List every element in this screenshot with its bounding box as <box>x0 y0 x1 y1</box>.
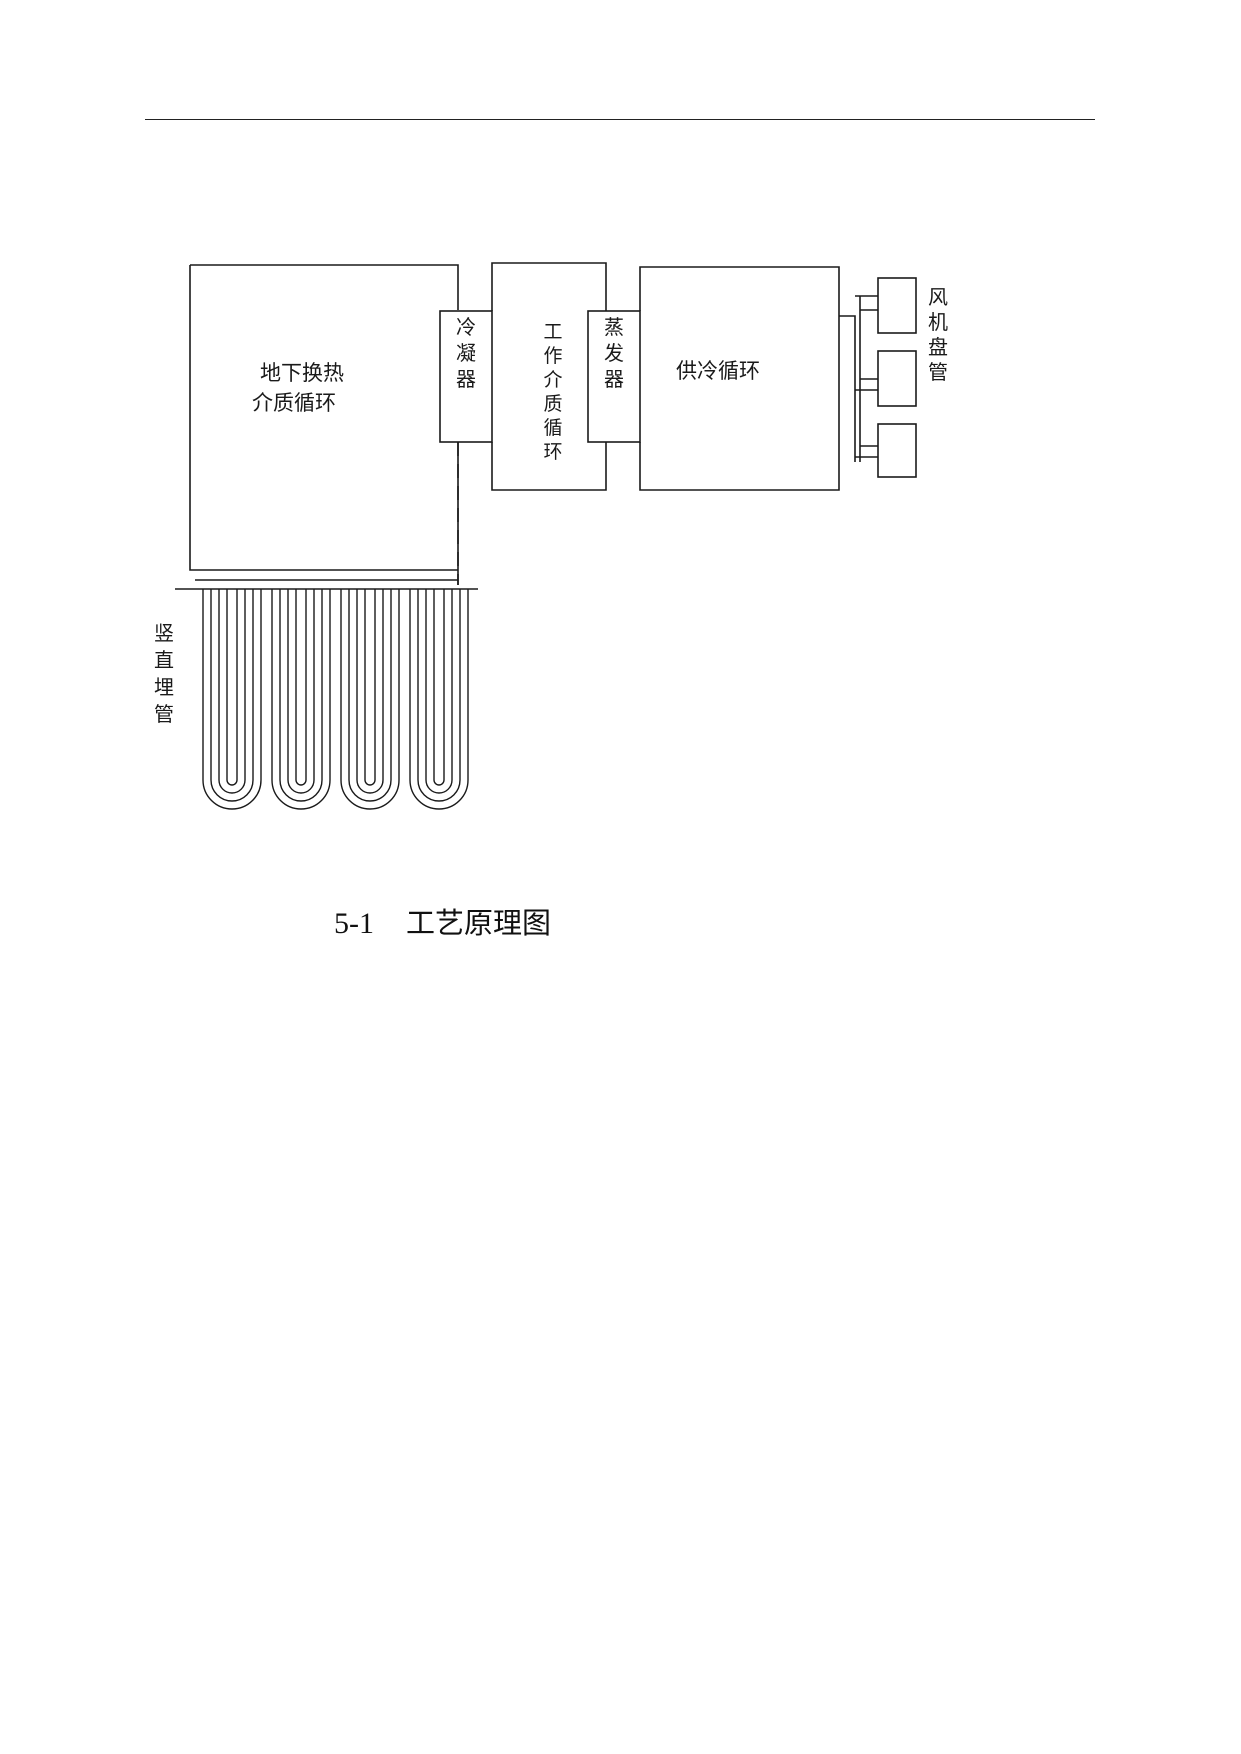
u-pipe-3-core <box>356 589 384 794</box>
u-pipe-2-core <box>287 589 315 794</box>
vertical-pipe-label: 竖直埋管 <box>154 621 174 726</box>
u-pipe-2-center <box>295 589 307 786</box>
u-pipe-3-inner <box>348 589 392 802</box>
u-pipe-3-center <box>364 589 376 786</box>
condenser-label: 冷凝器 <box>456 315 476 391</box>
u-pipe-1-core <box>218 589 246 794</box>
working-medium-loop <box>491 262 607 491</box>
evaporator-box <box>587 310 641 443</box>
fan-coil-label: 风机盘管 <box>928 285 948 384</box>
u-pipe-4-inner <box>417 589 461 802</box>
evaporator-label-text: 蒸发器 <box>604 315 624 391</box>
ground-surface-line <box>175 579 478 590</box>
figure-number: 5-1 <box>334 907 374 940</box>
supply-loop-outline <box>639 266 840 491</box>
ground-loop-label-line2: 介质循环 <box>252 391 336 415</box>
ground-loop-outline <box>189 264 459 585</box>
fan-coil-unit-3 <box>877 423 917 478</box>
u-pipe-2-inner <box>279 589 323 802</box>
header-rule <box>145 119 1095 120</box>
vertical-u-pipes <box>202 589 469 810</box>
fan-coil-label-text: 风机盘管 <box>928 285 948 384</box>
u-pipe-4-core <box>425 589 453 794</box>
working-medium-label-text: 工作介质循环 <box>543 321 562 463</box>
figure-caption: 5-1 工艺原理图 <box>334 900 551 942</box>
fan-coil-feeders <box>839 295 878 462</box>
ground-loop-label-line1: 地下换热 <box>260 361 344 385</box>
working-medium-label: 工作介质循环 <box>543 321 562 463</box>
figure-title: 工艺原理图 <box>406 906 552 940</box>
condenser-label-text: 冷凝器 <box>456 315 476 391</box>
condenser-box <box>439 310 493 443</box>
u-pipe-1 <box>202 589 262 810</box>
u-pipe-1-center <box>226 589 238 786</box>
u-pipe-4-center <box>433 589 445 786</box>
u-pipe-2 <box>271 589 331 810</box>
fan-coil-unit-1 <box>877 277 917 334</box>
fan-coil-unit-2 <box>877 350 917 407</box>
vertical-pipe-label-text: 竖直埋管 <box>154 621 174 726</box>
u-pipe-4 <box>409 589 469 810</box>
u-pipe-3 <box>340 589 400 810</box>
evaporator-label: 蒸发器 <box>604 315 624 391</box>
supply-loop-label: 供冷循环 <box>676 359 760 383</box>
u-pipe-1-inner <box>210 589 254 802</box>
